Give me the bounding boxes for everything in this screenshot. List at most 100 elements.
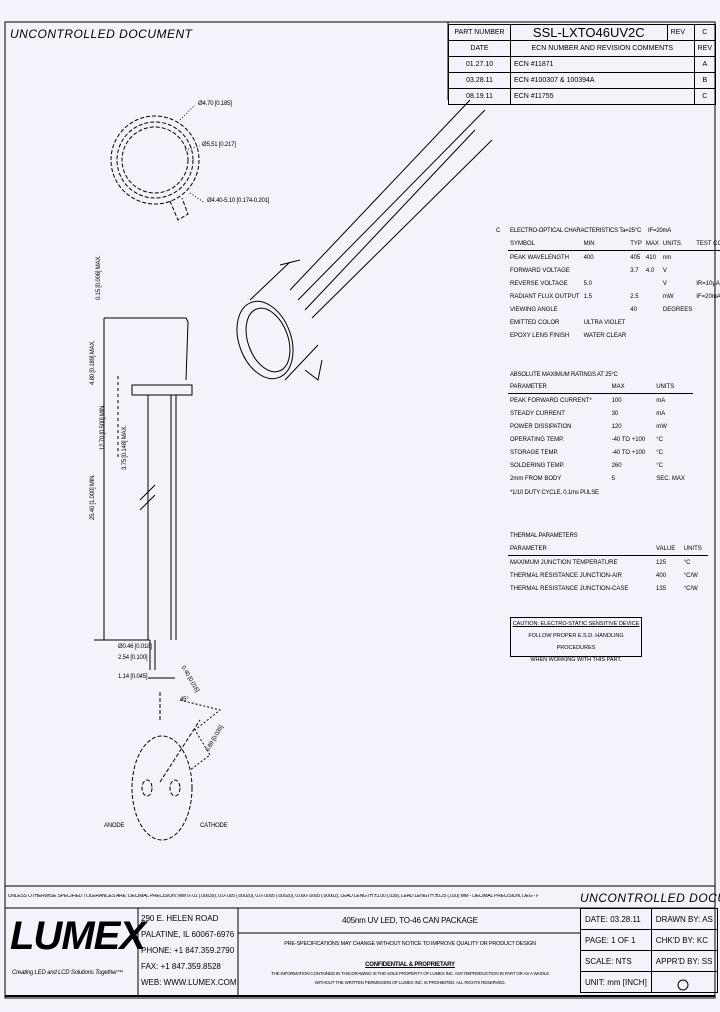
table-cell: mA: [656, 397, 666, 404]
table-cell: STORAGE TEMP.: [510, 449, 559, 456]
table-cell: SEC. MAX: [656, 475, 685, 482]
table-cell: DEGREES: [662, 306, 693, 313]
date-value: 03.28.11: [610, 914, 641, 924]
table-cell: mA: [656, 410, 666, 417]
table-cell: SYMBOL: [508, 237, 582, 251]
table-cell: MAX: [643, 237, 661, 251]
table-cell: nm: [662, 254, 672, 261]
rev-label: REV: [666, 24, 695, 41]
dim-label: 3.75 [0.148] MAX.: [122, 425, 128, 470]
table-row: SOLDERING TEMP.260°C: [508, 459, 693, 472]
table-cell: PARAMETER: [508, 380, 610, 394]
rev-value: C: [693, 24, 717, 41]
part-number-label: PART NUMBER: [448, 24, 511, 41]
page-label: PAGE:: [585, 935, 609, 945]
rev-letter: C: [693, 88, 717, 105]
table-cell: -40 TO +100: [611, 436, 646, 443]
table-cell: 405: [630, 254, 641, 261]
watermark-top: UNCONTROLLED DOCUMENT: [10, 27, 193, 41]
table-cell: MIN: [581, 237, 629, 251]
table-cell: 5.0: [583, 280, 592, 287]
caution-line: FOLLOW PROPER E.S.D. HANDLING PROCEDURES: [528, 633, 624, 651]
table-cell: VIEWING ANGLE: [510, 306, 558, 313]
table-cell: TEST COND: [694, 237, 720, 251]
address-line: 290 E. HELEN ROAD: [141, 914, 219, 923]
table-cell: [582, 264, 629, 277]
table-cell: STEADY CURRENT: [510, 410, 565, 417]
table-cell: [644, 303, 661, 316]
scale-label: SCALE:: [585, 956, 614, 966]
table-row: OPERATING TEMP.-40 TO +100°C: [508, 433, 693, 446]
table-cell: °C: [683, 559, 691, 566]
dim-label: 25.40 [1.000] MIN.: [90, 474, 96, 520]
table-cell: [628, 277, 644, 290]
table-cell: [694, 303, 720, 316]
table-cell: THERMAL RESISTANCE JUNCTION-AIR: [510, 572, 623, 579]
table-cell: 125: [656, 559, 667, 566]
rev-letter: B: [693, 72, 717, 89]
thermal-title: THERMAL PARAMETERS: [510, 533, 578, 539]
table-cell: PARAMETER: [508, 542, 655, 556]
table-cell: [694, 264, 720, 277]
table-cell: [644, 329, 661, 342]
table-cell: 410: [645, 254, 656, 261]
unit-label: UNIT:: [585, 977, 605, 987]
table-cell: mW: [662, 293, 674, 300]
table-cell: °C: [656, 462, 663, 469]
table-cell: mW: [656, 423, 667, 430]
table-cell: IR=10μA: [696, 280, 720, 287]
table-cell: 400: [656, 572, 667, 579]
dim-label: 2.54 [0.100]: [118, 655, 148, 661]
date-label: DATE:: [585, 914, 608, 924]
dim-label: 1.14 [0.045]: [118, 674, 148, 680]
table-cell: [661, 329, 694, 342]
top-view-drawing: [110, 115, 200, 221]
table-cell: 30: [611, 410, 619, 417]
product-description: 405nm UV LED, TO-46 CAN PACKAGE: [342, 916, 478, 925]
table-cell: WATER CLEAR: [583, 332, 627, 339]
lumex-logo: LUMEX: [10, 914, 146, 958]
table-cell: 3.7: [630, 267, 639, 274]
eo-condition: IF=20mA: [648, 228, 672, 234]
table-cell: REVERSE VOLTAGE: [510, 280, 568, 287]
address-line: PHONE: +1 847.359.2790: [141, 946, 235, 955]
dim-label: Ø4.70 [0.185]: [198, 101, 232, 107]
table-cell: °C: [656, 449, 663, 456]
page-frame: [4, 21, 716, 999]
rev-header-date: DATE: [448, 40, 511, 57]
address-line: PALATINE, IL 60067-6976: [141, 930, 235, 939]
eo-title: ELECTRO-OPTICAL CHARACTERISTICS Ta=25°C: [510, 228, 642, 234]
table-cell: 5: [611, 475, 615, 482]
rev-comment: ECN #100307 & 100394A: [510, 72, 695, 89]
table-cell: 120: [611, 423, 622, 430]
table-cell: [644, 277, 661, 290]
table-cell: 40: [630, 306, 637, 313]
table-cell: 135: [656, 585, 667, 592]
cathode-label: CATHODE: [200, 823, 228, 829]
table-cell: UNITS: [681, 542, 708, 556]
confidential-text: WITHOUT THE WRITTEN PERMISSION OF LUMEX …: [314, 980, 506, 985]
dim-label: Ø0.46 [0.018]: [118, 644, 152, 650]
table-cell: PEAK FORWARD CURRENT*: [510, 397, 592, 404]
table-cell: MAX: [609, 380, 655, 394]
table-cell: [694, 251, 720, 265]
page-value: 1 OF 1: [611, 935, 636, 945]
side-view-drawing: [94, 317, 193, 679]
table-cell: 2mm FROM BODY: [510, 475, 562, 482]
table-row: STEADY CURRENT 30 mA: [508, 407, 693, 420]
rev-header-comments: ECN NUMBER AND REVISION COMMENTS: [510, 40, 695, 57]
table-cell: 260: [611, 462, 622, 469]
rev-letter: A: [693, 56, 717, 73]
table-cell: IF=20mA: [696, 293, 720, 300]
